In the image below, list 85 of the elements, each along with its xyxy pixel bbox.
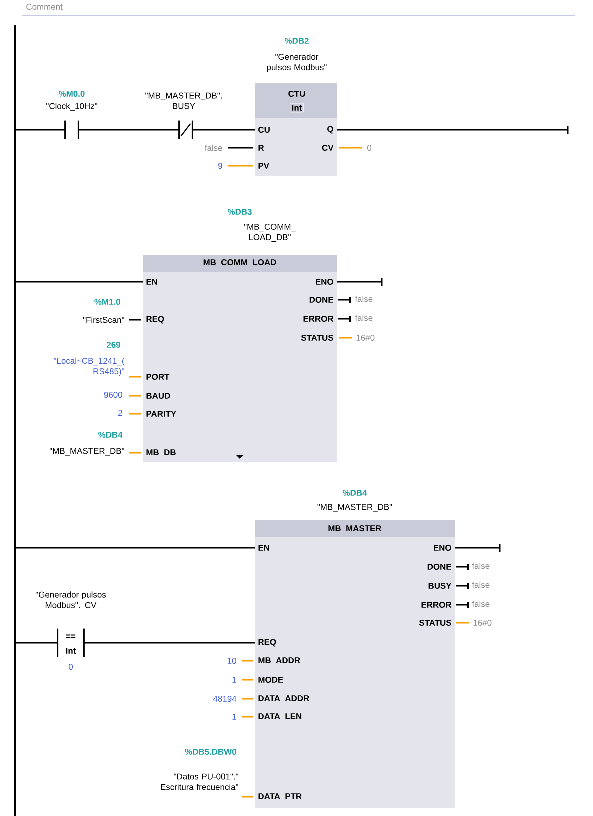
address-label: 269 — [106, 342, 120, 348]
block-title: CTU — [288, 91, 306, 97]
address-label: %DB3 — [228, 209, 252, 215]
pin-label: STATUS — [419, 620, 452, 626]
value-label: false — [355, 314, 373, 322]
value-label: false — [472, 600, 490, 608]
address-label: %M0.0 — [59, 91, 85, 97]
function-block — [143, 255, 338, 462]
tag-label: "Datos PU-001"." Escritura frecuencia" — [161, 774, 238, 790]
wire — [16, 547, 255, 549]
value-label: 9600 — [104, 392, 122, 398]
address-label: %DB4 — [342, 490, 368, 496]
pin-label: DATA_PTR — [258, 794, 302, 800]
value-label: 16#0 — [474, 620, 492, 626]
tag-label: "Clock_10Hz" — [46, 103, 98, 111]
tag-label: "MB_MASTER_DB" — [318, 504, 392, 512]
address-label: %DB2 — [284, 38, 309, 44]
value-label: false — [472, 562, 490, 570]
pin-label: PV — [258, 163, 270, 169]
wire — [455, 547, 500, 549]
wire — [16, 281, 143, 283]
pin-label: BUSY — [428, 583, 452, 589]
value-label: false — [355, 296, 373, 302]
pin-label: ENO — [316, 279, 334, 285]
value-label: 1 — [232, 677, 236, 683]
tag-label: "Local~CB_1241_( RS485)" — [54, 358, 125, 376]
value-label: 0 — [68, 664, 74, 670]
pin-label: ERROR — [304, 316, 334, 322]
wire — [337, 281, 382, 283]
pin-label: REQ — [146, 316, 164, 324]
wire — [337, 129, 568, 131]
address-label: %M1.0 — [94, 299, 120, 305]
contact-symbol — [178, 120, 194, 140]
pin-label: CU — [258, 127, 270, 133]
tag-label: "Generador pulsos Modbus" — [267, 54, 327, 72]
pin-label: PARITY — [146, 411, 176, 417]
value-label: 0 — [368, 145, 372, 151]
function-block — [255, 83, 338, 176]
pin-label: CV — [322, 145, 334, 151]
wire — [84, 642, 255, 644]
pin-label: DATA_ADDR — [258, 696, 310, 702]
operator-label: == — [66, 634, 76, 638]
pin-label: EN — [146, 279, 158, 285]
pin-label: MB_DB — [146, 450, 176, 456]
tag-label: "Generador pulsos Modbus". CV — [36, 592, 106, 608]
value-label: 1 — [232, 714, 236, 720]
tag-label: "MB_MASTER_DB". BUSY — [146, 92, 222, 110]
pin-label: DATA_LEN — [258, 714, 302, 720]
pin-label: STATUS — [301, 335, 334, 341]
type-label: Int — [66, 648, 76, 654]
value-label: false — [472, 582, 490, 588]
tag-label: "MB_COMM_ LOAD_DB" — [244, 224, 296, 242]
value-label: 2 — [118, 410, 122, 416]
address-label: %DB4 — [98, 432, 123, 438]
pin-label: Q — [328, 126, 334, 134]
pin-label: PORT — [146, 374, 170, 380]
wire — [16, 642, 58, 644]
value-label: 16#0 — [356, 335, 375, 341]
value-label: 48194 — [213, 696, 237, 702]
wire — [192, 129, 255, 131]
function-block — [255, 520, 456, 808]
pin-label: ERROR — [422, 602, 452, 608]
pin-label: BAUD — [146, 393, 170, 399]
value-label: 10 — [228, 658, 236, 664]
pin-label: REQ — [258, 639, 276, 647]
block-title: Int — [290, 103, 304, 113]
value-label: 9 — [218, 163, 222, 169]
contact-symbol — [64, 120, 80, 140]
address-label: %DB5.DBW0 — [185, 749, 236, 755]
pin-label: ENO — [434, 545, 452, 551]
comment-text: Comment — [26, 4, 63, 10]
value-label: false — [205, 144, 222, 152]
tag-label: "MB_MASTER_DB" — [50, 448, 124, 456]
block-title: MB_COMM_LOAD — [204, 260, 276, 266]
tag-label: "FirstScan" — [83, 316, 124, 324]
pin-label: MB_ADDR — [258, 658, 300, 664]
block-title: MB_MASTER — [328, 526, 382, 532]
wire — [16, 129, 66, 131]
pin-label: DONE — [310, 297, 334, 303]
pin-label: EN — [258, 545, 270, 551]
compare-contact — [57, 628, 85, 658]
pin-label: R — [258, 145, 264, 151]
pin-label: DONE — [428, 564, 452, 570]
pin-label: MODE — [258, 677, 284, 683]
wire — [78, 129, 180, 131]
